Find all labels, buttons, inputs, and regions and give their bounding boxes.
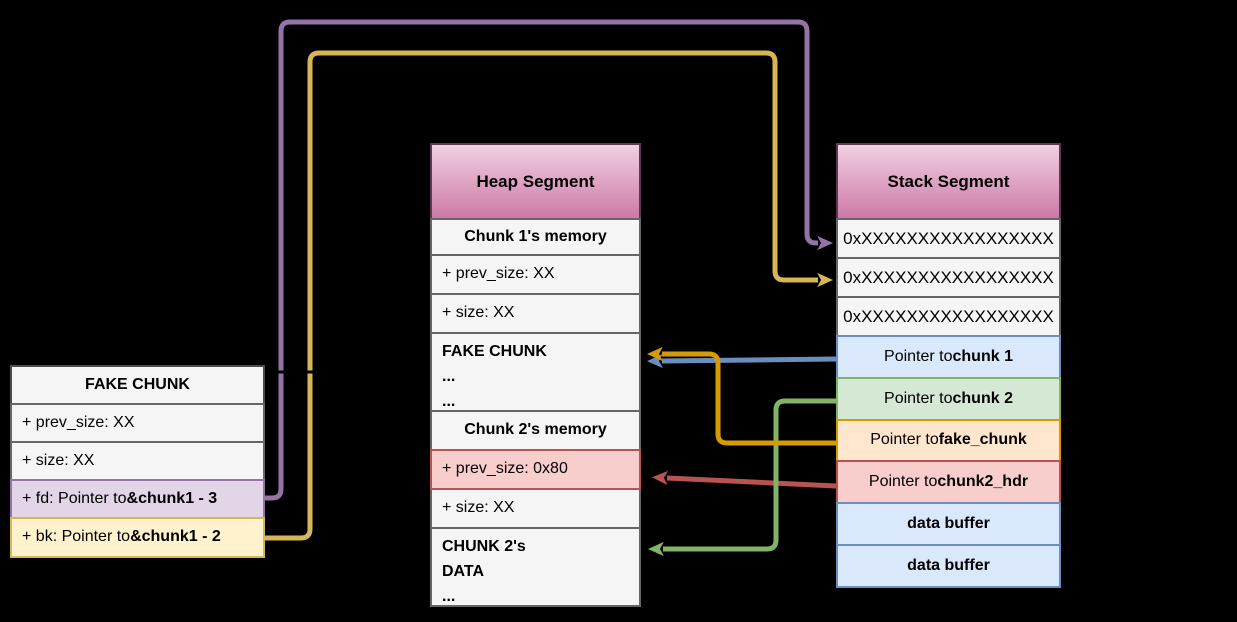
heap-chunk2-memory-label: Chunk 2's memory [464, 421, 607, 439]
heap-chunk1-prev-size-row: + prev_size: XX [430, 254, 641, 295]
heap-chunk1-memory-row: Chunk 1's memory [430, 218, 641, 256]
stack-data-buffer-2: data buffer [907, 556, 990, 574]
fake-chunk-table: FAKE CHUNK + prev_size: XX + size: XX + … [10, 365, 265, 558]
stack-ptr-fake-chunk-target: fake_chunk [938, 431, 1027, 449]
stack-address-row-3: 0xXXXXXXXXXXXXXXXXX [836, 296, 1061, 337]
heap-segment-header: Heap Segment [430, 143, 641, 220]
stack-ptr-chunk2-label: Pointer to [884, 389, 953, 407]
heap-chunk2-prev-size-label: + prev_size: 0x80 [442, 460, 568, 478]
stack-data-buffer-1: data buffer [907, 514, 990, 532]
heap-chunk1-prev-size-label: + prev_size: XX [442, 265, 555, 283]
stack-address-2: 0xXXXXXXXXXXXXXXXXX [843, 267, 1054, 287]
stack-address-row-1: 0xXXXXXXXXXXXXXXXXX [836, 218, 1061, 259]
stack-segment-table: Stack Segment 0xXXXXXXXXXXXXXXXXX 0xXXXX… [836, 143, 1061, 588]
heap-fake-chunk-row: FAKE CHUNK ... ... [430, 332, 641, 412]
heap-chunk1-size-row: + size: XX [430, 293, 641, 334]
stack-address-1: 0xXXXXXXXXXXXXXXXXX [843, 228, 1054, 248]
arrow-ptr-chunk2-hdr-to-prev-size [651, 470, 837, 489]
heap-fake-chunk-line2: ... [442, 368, 456, 385]
heap-chunk1-size-label: + size: XX [442, 304, 515, 322]
fake-chunk-fd-label: + fd: Pointer to [22, 489, 127, 507]
heap-segment-title: Heap Segment [476, 171, 595, 191]
fake-chunk-size-label: + size: XX [22, 451, 95, 469]
heap-segment-table: Heap Segment Chunk 1's memory + prev_siz… [430, 143, 641, 607]
stack-ptr-chunk2-hdr-target: chunk2_hdr [937, 472, 1029, 490]
fake-chunk-size-row: + size: XX [10, 441, 265, 481]
fake-chunk-bk-target: &chunk1 - 2 [130, 528, 221, 546]
fake-chunk-table-header: FAKE CHUNK [10, 365, 265, 405]
stack-data-buffer-row-2: data buffer [836, 544, 1061, 588]
heap-chunk2-memory-row: Chunk 2's memory [430, 410, 641, 451]
heap-chunk1-memory-label: Chunk 1's memory [464, 227, 607, 245]
stack-address-row-2: 0xXXXXXXXXXXXXXXXXX [836, 257, 1061, 298]
heap-fake-chunk-line1: FAKE CHUNK [442, 343, 547, 360]
stack-ptr-chunk2-hdr-label: Pointer to [868, 472, 938, 490]
stack-address-3: 0xXXXXXXXXXXXXXXXXX [843, 306, 1054, 326]
heap-chunk2-data-line3: ... [442, 588, 456, 605]
stack-ptr-chunk2-target: chunk 2 [952, 389, 1013, 407]
stack-ptr-chunk2-row: Pointer to chunk 2 [836, 377, 1061, 421]
stack-data-buffer-row-1: data buffer [836, 502, 1061, 546]
fake-chunk-fd-row: + fd: Pointer to &chunk1 - 3 [10, 479, 265, 519]
fake-chunk-fd-target: &chunk1 - 3 [126, 489, 218, 507]
heap-chunk2-data-line2: DATA [442, 563, 485, 580]
stack-ptr-fake-chunk-row: Pointer to fake_chunk [836, 419, 1061, 462]
heap-chunk2-data-line1: CHUNK 2's [442, 538, 526, 555]
fake-chunk-bk-label: + bk: Pointer to [22, 528, 131, 546]
fake-chunk-prev-size-label: + prev_size: XX [22, 413, 135, 431]
fake-chunk-bk-row: + bk: Pointer to &chunk1 - 2 [10, 517, 265, 558]
stack-segment-title: Stack Segment [887, 171, 1010, 191]
heap-chunk2-size-row: + size: XX [430, 488, 641, 529]
stack-ptr-fake-chunk-label: Pointer to [870, 431, 939, 449]
arrow-ptr-chunk2-to-chunk2-data [647, 398, 836, 557]
heap-chunk2-size-label: + size: XX [442, 499, 515, 517]
fake-chunk-prev-size-row: + prev_size: XX [10, 403, 265, 443]
fake-chunk-title: FAKE CHUNK [85, 375, 190, 393]
stack-ptr-chunk1-target: chunk 1 [952, 347, 1013, 365]
heap-chunk2-data-row: CHUNK 2's DATA ... [430, 527, 641, 607]
stack-segment-header: Stack Segment [836, 143, 1061, 220]
arrow-ptr-chunk1-to-fake-chunk [646, 353, 837, 369]
stack-ptr-chunk2-hdr-row: Pointer to chunk2_hdr [836, 460, 1061, 504]
stack-ptr-chunk1-row: Pointer to chunk 1 [836, 335, 1061, 379]
heap-chunk2-prev-size-row: + prev_size: 0x80 [430, 449, 641, 490]
arrow-ptr-fake-chunk-to-fake-chunk [646, 346, 836, 446]
stack-ptr-chunk1-label: Pointer to [884, 347, 953, 365]
